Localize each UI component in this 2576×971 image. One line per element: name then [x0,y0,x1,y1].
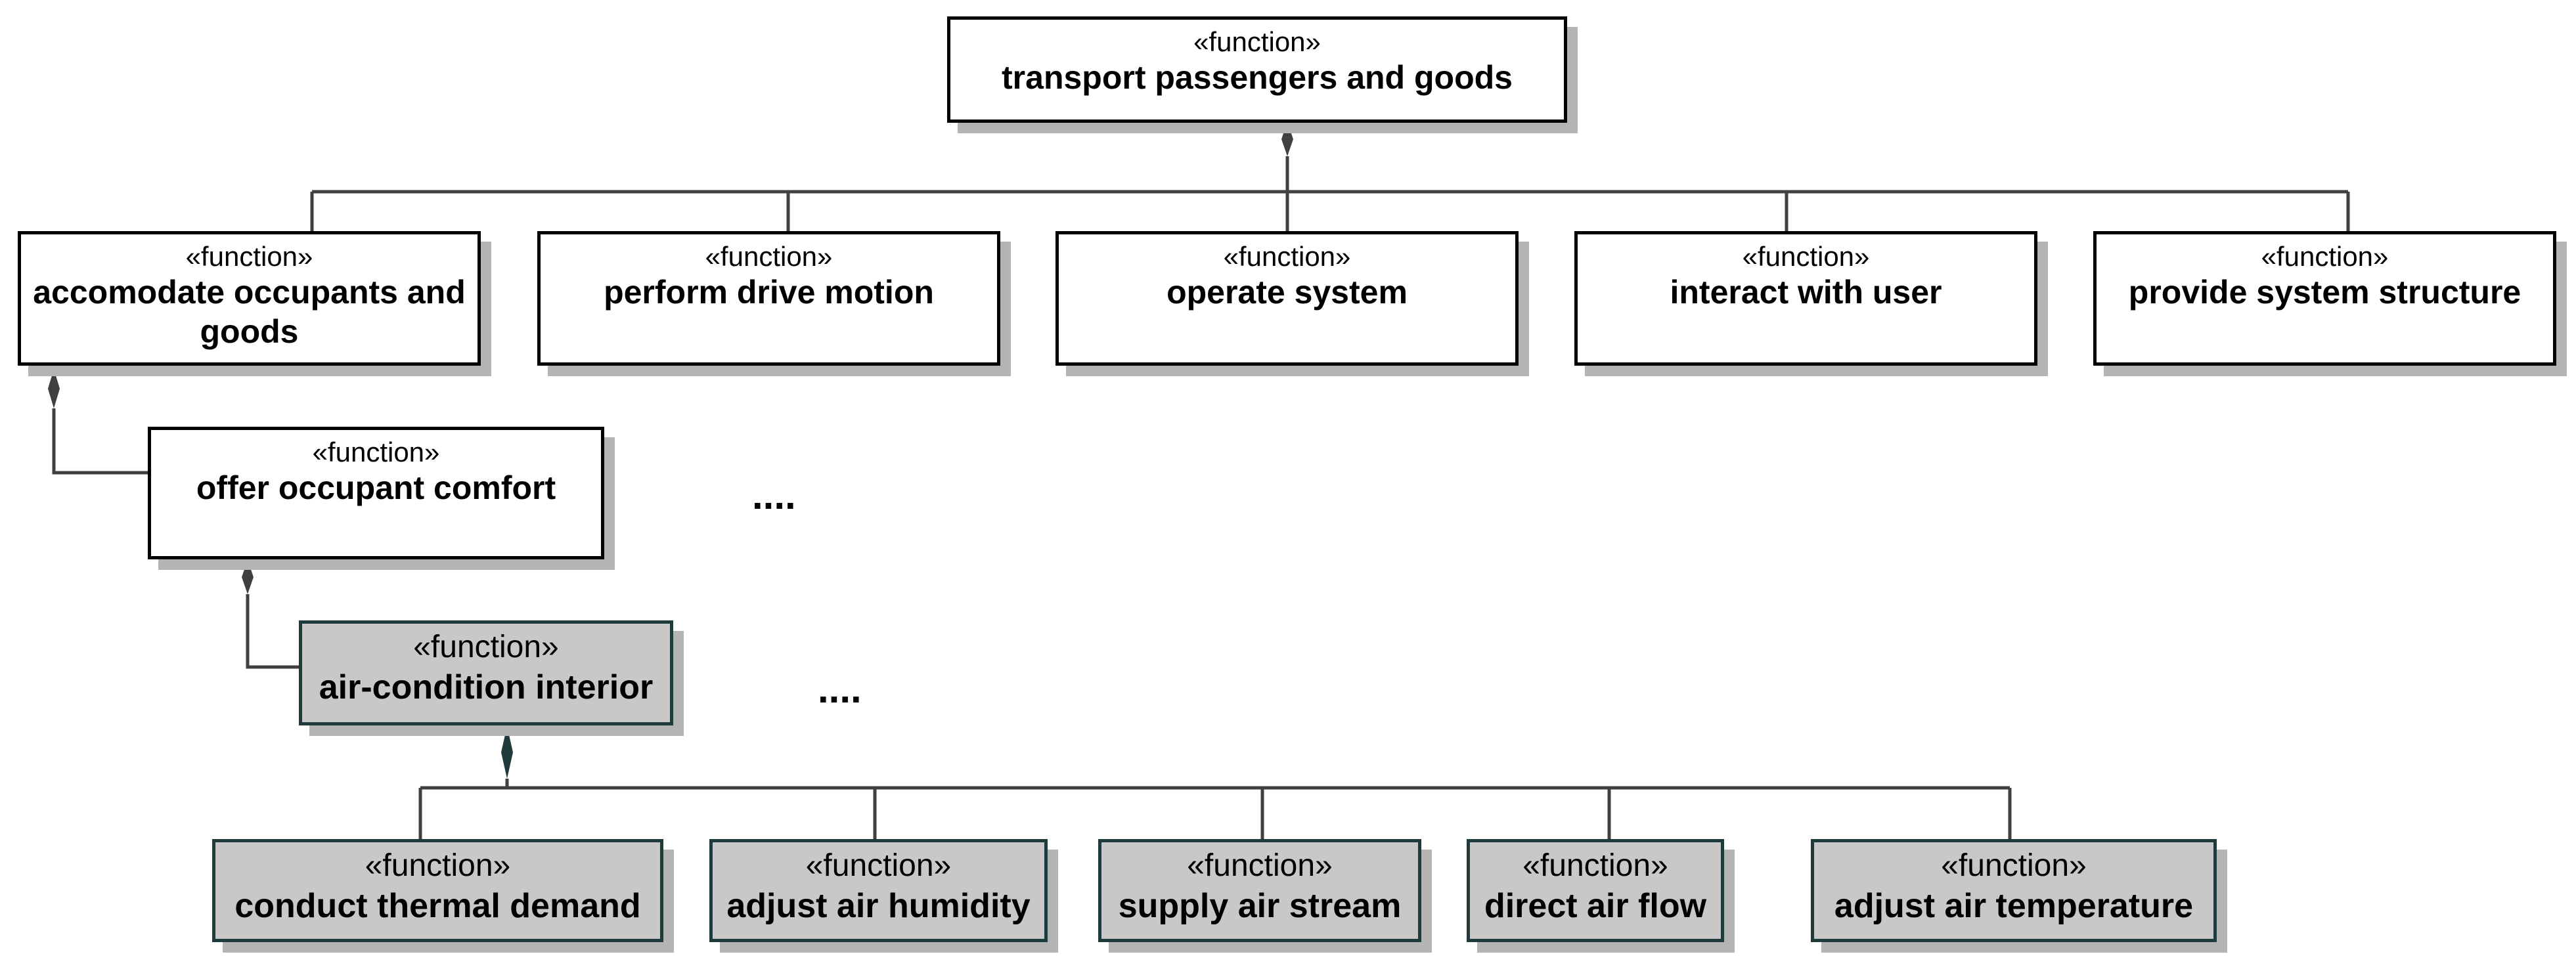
connector-to-offer-comfort [52,408,150,475]
function-name: provide system structure [2128,274,2521,311]
function-operate-system[interactable]: «function» operate system [1055,231,1519,366]
function-adjust-air-temperature[interactable]: «function» adjust air temperature [1811,839,2217,942]
stereotype-label: «function» [805,848,952,883]
function-supply-air-stream[interactable]: «function» supply air stream [1098,839,1421,942]
stereotype-label: «function» [2261,241,2389,272]
stereotype-label: «function» [1522,848,1668,883]
stereotype-label: «function» [185,241,313,272]
function-name: transport passengers and goods [1002,59,1513,96]
stereotype-label: «function» [312,437,440,467]
function-name: operate system [1166,274,1408,311]
function-transport-passengers-and-goods[interactable]: «function» transport passengers and good… [947,16,1567,123]
function-name: accomodate occupants and goods [33,274,466,350]
function-name: offer occupant comfort [196,469,556,506]
stereotype-label: «function» [1742,241,1870,272]
composition-diamond-air-condition [501,726,513,779]
function-name: supply air stream [1118,887,1402,925]
stereotype-label: «function» [1941,848,2087,883]
stereotype-label: «function» [1223,241,1351,272]
composition-diamond-offer-comfort [242,560,254,594]
function-air-condition-interior[interactable]: «function» air-condition interior [299,620,673,725]
stereotype-label: «function» [413,630,559,664]
function-name: conduct thermal demand [234,887,641,925]
function-perform-drive-motion[interactable]: «function» perform drive motion [537,231,1000,366]
function-direct-air-flow[interactable]: «function» direct air flow [1467,839,1724,942]
stereotype-label: «function» [1193,26,1321,57]
function-provide-system-structure[interactable]: «function» provide system structure [2093,231,2556,366]
connector-to-air-condition [246,594,300,669]
function-name: air-condition interior [319,668,654,706]
composition-diamond-accomodate [48,369,60,408]
function-name: adjust air humidity [726,887,1031,925]
ellipsis-more-functions: .... [752,473,796,517]
function-conduct-thermal-demand[interactable]: «function» conduct thermal demand [212,839,663,942]
function-adjust-air-humidity[interactable]: «function» adjust air humidity [709,839,1048,942]
function-name: interact with user [1670,274,1942,311]
function-offer-occupant-comfort[interactable]: «function» offer occupant comfort [148,427,604,559]
function-name: adjust air temperature [1834,887,2194,925]
function-name: direct air flow [1484,887,1707,925]
ellipsis-more-functions: .... [818,667,862,711]
function-interact-with-user[interactable]: «function» interact with user [1574,231,2037,366]
stereotype-label: «function» [1187,848,1333,883]
stereotype-label: «function» [705,241,833,272]
composition-diamond-root [1281,122,1293,156]
function-name: perform drive motion [604,274,934,311]
stereotype-label: «function» [365,848,511,883]
function-accomodate-occupants-and-goods[interactable]: «function» accomodate occupants and good… [18,231,481,366]
